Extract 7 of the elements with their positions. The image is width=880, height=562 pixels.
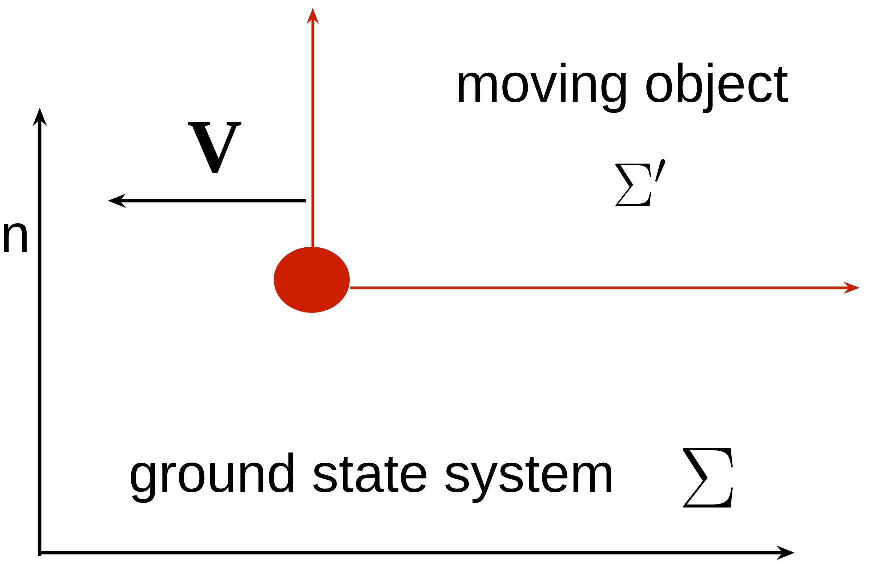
- object-label: moving object: [459, 62, 788, 114]
- system-label: ground state system: [131, 452, 612, 504]
- axis-label: n: [4, 223, 27, 253]
- frame-symbol: $\Sigma$: [682, 448, 733, 508]
- frame-symbol: $\Sigma'$: [616, 160, 666, 206]
- velocity-label: V: [188, 122, 242, 174]
- object-dot: [274, 247, 350, 313]
